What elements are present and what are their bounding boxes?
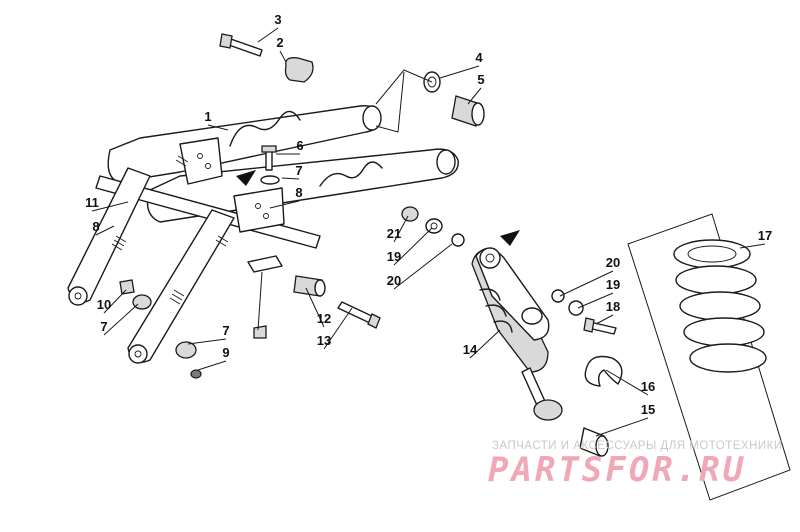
callout-number: 2: [276, 35, 283, 50]
callout-leader-line: [95, 225, 115, 236]
callout-number: 1: [204, 109, 211, 124]
callout-number: 19: [606, 277, 620, 292]
rear-arm-assembly: [95, 105, 520, 249]
callout-leader-line: [305, 287, 325, 328]
callout-leader-line: [281, 177, 300, 180]
callout-number: 8: [92, 219, 99, 234]
shock-absorber: [471, 247, 563, 421]
callout-leader-line: [467, 87, 482, 105]
small-fasteners: [119, 145, 381, 379]
callout-number: 7: [222, 323, 229, 338]
callout-leader-line: [393, 215, 409, 243]
callout-leader-line: [103, 303, 139, 336]
callout-number: 17: [758, 228, 772, 243]
callout-number: 8: [295, 185, 302, 200]
callout-number: 5: [477, 72, 484, 87]
callout-leader-line: [739, 243, 766, 249]
callout-leader-line: [559, 270, 614, 297]
callout-number: 4: [475, 50, 483, 65]
callout-number: 16: [641, 379, 655, 394]
direction-arrow-icon: [236, 170, 256, 186]
callout-leader-line: [439, 65, 480, 79]
direction-arrow-icon: [500, 230, 520, 246]
callout-number: 21: [387, 226, 401, 241]
callout-number: 12: [317, 311, 331, 326]
top-fasteners: [219, 33, 485, 133]
coil-spring: [627, 213, 791, 501]
callout-leader-line: [393, 227, 433, 266]
callout-leader-line: [91, 201, 129, 212]
lower-arms: [67, 155, 283, 364]
callout-number: 9: [222, 345, 229, 360]
callout-number: 18: [606, 299, 620, 314]
callout-number: 19: [387, 249, 401, 264]
callout-leader-line: [279, 50, 287, 63]
callout-leader-line: [605, 369, 649, 396]
callout-number: 6: [296, 138, 303, 153]
callout-number: 15: [641, 402, 655, 417]
callout-leader-line: [269, 200, 300, 209]
callout-number: 13: [317, 333, 331, 348]
shock-hardware: [401, 206, 623, 457]
watermark-brand-logo: PARTSFOR.RU: [488, 450, 747, 490]
callout-number: 7: [295, 163, 302, 178]
watermark-caption: ЗАПЧАСТИ И АКСЕССУАРЫ ДЛЯ МОТОТЕХНИКИ: [492, 440, 783, 452]
callout-number: 11: [85, 195, 99, 210]
callout-number: 20: [606, 255, 620, 270]
callout-leader-line: [207, 124, 229, 131]
callout-leader-line: [595, 417, 649, 437]
callout-leader-line: [393, 243, 453, 290]
callout-leader-line: [595, 314, 614, 325]
callout-number: 14: [463, 342, 478, 357]
callout-leader-line: [577, 292, 614, 309]
callout-leader-line: [187, 338, 227, 345]
callout-number: 3: [274, 12, 281, 27]
callout-leader-line: [197, 360, 227, 371]
callout-number: 20: [387, 273, 401, 288]
callout-leader-line: [469, 329, 501, 359]
callout-leader-line: [103, 289, 127, 314]
callout-number: 10: [97, 297, 111, 312]
callout-leader-line: [323, 307, 353, 350]
callout-leader-line: [257, 27, 279, 43]
callout-number: 7: [100, 319, 107, 334]
